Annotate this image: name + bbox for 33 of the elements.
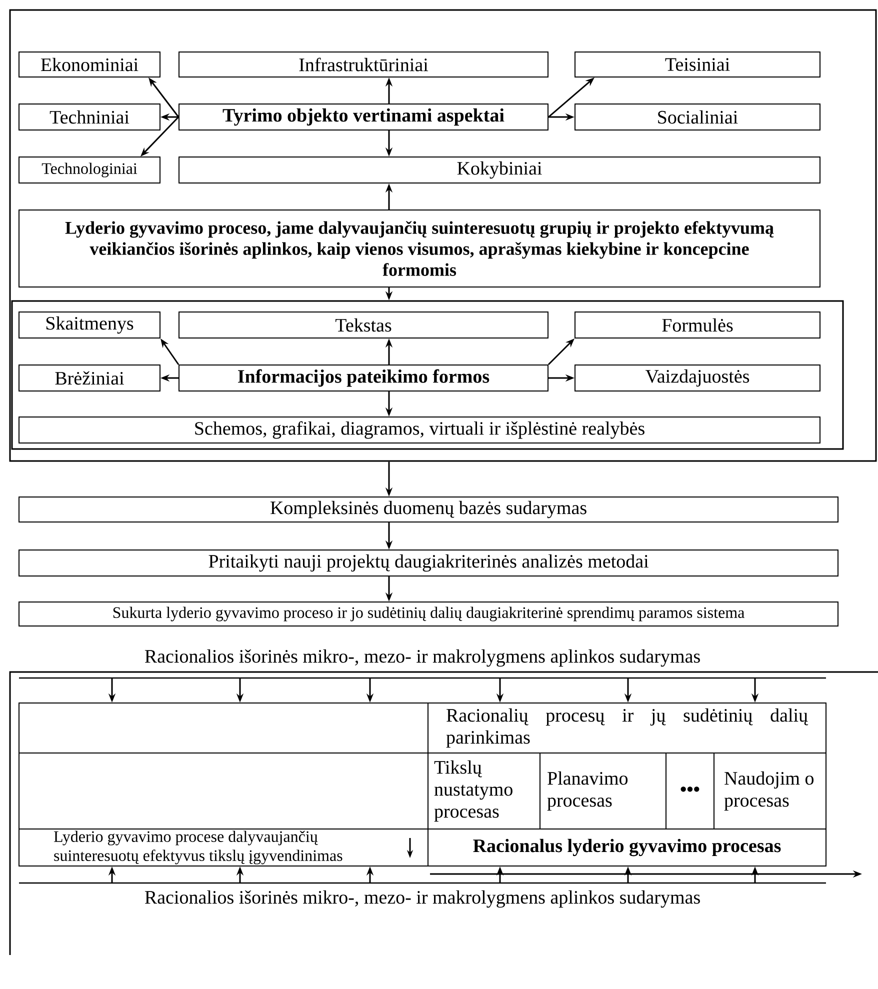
text-box: Ekonominiai [18,52,160,78]
text-box: Kompleksinės duomenų bazės sudarymas [18,496,838,522]
text-box: Racionalus lyderio gyvavimo procesas [428,828,826,866]
text-box: Lyderio gyvavimo procese dalyvaujančių suinteresuotų efektyvus tikslų įgyvendinimas [18,828,428,866]
table-cell [18,702,428,754]
caption-text: Racionalios išorinės mikro-, mezo- ir makrolygmens aplinkos sudarymas [19,649,826,679]
text-box: ••• [666,752,714,830]
text-box: Planavimo procesas [540,752,666,830]
text-box: Infrastruktūriniai [178,52,548,78]
text-box: Informacijos pateikimo formos [178,364,548,392]
frame-border [11,300,844,450]
caption-text: Racionalios išorinės mikro-, mezo- ir makrolygmens aplinkos sudarymas [19,882,826,908]
text-box: Schemos, grafikai, diagramos, virtuali ir išplėstinė realybės [18,416,820,444]
text-box: Tikslų nustatymo procesas [428,752,540,830]
frame-border [9,9,877,462]
text-box: Socialiniai [574,104,820,130]
text-box: Kokybiniai [178,156,820,184]
text-box: Tyrimo objekto vertinami aspektai [178,104,548,130]
text-box: Techniniai [18,104,160,130]
text-box: Vaizdajuostės [574,364,820,392]
text-box: Teisiniai [574,52,820,78]
text-box: Tekstas [178,312,548,338]
text-box: Lyderio gyvavimo proceso, jame dalyvaujančių suinteresuotų grupių ir projekto efektyvumą veikiančios išorinės aplinkos, kaip vienos visumos, aprašymas kiekybine ir koncepcine formomis [18,210,820,288]
text-box: Technologiniai [18,156,160,184]
table-cell [18,752,428,830]
text-box: Sukurta lyderio gyvavimo proceso ir jo sudėtinių dalių daugiakriterinė sprendimų paramos sistema [18,602,838,626]
text-box: Brėžiniai [18,364,160,392]
text-box: Formulės [574,312,820,338]
text-box: Pritaikyti nauji projektų daugiakriterinės analizės metodai [18,550,838,576]
frame-border [9,671,878,955]
text-box: Skaitmenys [18,312,160,338]
text-box: Naudojim o procesas [714,752,826,830]
text-box: Racionalių procesų ir jų sudėtinių dalių parinkimas [428,702,826,754]
